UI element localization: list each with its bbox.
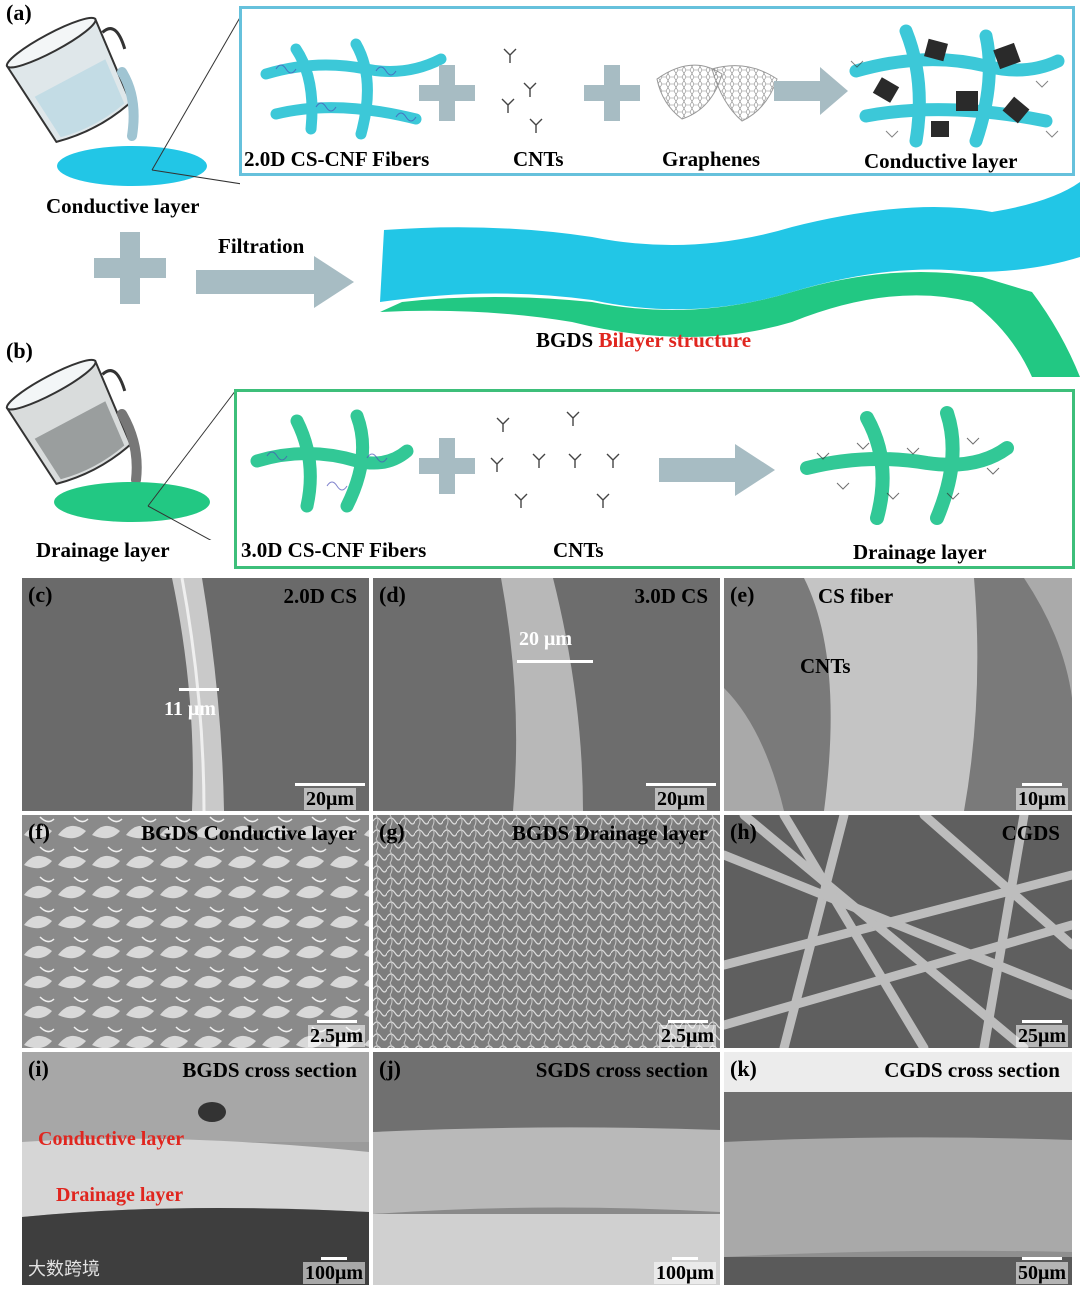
sem-panel-j: (j) SGDS cross section 100μm — [373, 1052, 720, 1285]
sem-letter-e: (e) — [730, 582, 754, 608]
sem-panel-f: (f) BGDS Conductive layer 2.5μm — [22, 815, 369, 1048]
sem-panel-h: (h) CGDS 25μm — [724, 815, 1072, 1048]
plus-icon — [419, 438, 475, 494]
cnts-icon — [487, 408, 637, 518]
sem-panel-d: (d) 3.0D CS 20 μm 20μm — [373, 578, 720, 811]
cnts-icon — [494, 39, 554, 139]
beaker-pour-icon — [0, 350, 240, 540]
sem-letter-h: (h) — [730, 819, 757, 845]
scale-bar-j: 100μm — [654, 1257, 716, 1285]
sem-fiber-image — [373, 578, 720, 811]
sem-letter-j: (j) — [379, 1056, 401, 1082]
sem-letter-c: (c) — [28, 582, 52, 608]
cs-cnf-fibers-3d-icon — [247, 406, 417, 516]
drainage-layer-product-icon — [797, 398, 1017, 528]
item-label-cnts-b: CNTs — [553, 538, 604, 563]
scale-bar-f: 2.5μm — [308, 1020, 365, 1048]
arrow-right-icon — [659, 444, 775, 496]
drainage-composition-box: 3.0D CS-CNF Fibers CNTs Drainage layer — [234, 389, 1075, 569]
sem-title-j: SGDS cross section — [536, 1058, 708, 1083]
plus-icon — [419, 65, 475, 121]
plus-icon — [94, 232, 166, 304]
sem-title-d: 3.0D CS — [634, 584, 708, 609]
sem-panel-c: (c) 2.0D CS 11 μm 20μm — [22, 578, 369, 811]
sem-annotation-c: 11 μm — [164, 698, 216, 721]
watermark-text: 大数跨境 — [28, 1255, 100, 1281]
graphene-sheet-icon — [652, 49, 782, 129]
item-label-2d-fibers: 2.0D CS-CNF Fibers — [244, 147, 429, 172]
sem-letter-f: (f) — [28, 819, 50, 845]
product-label-bgds: BGDS Bilayer structure — [536, 328, 751, 353]
beaker-pour-icon — [0, 8, 240, 198]
item-label-drainage-layer: Drainage layer — [853, 540, 987, 565]
sem-panel-i: (i) BGDS cross section Conductive layer … — [22, 1052, 369, 1285]
filtration-arrow-icon — [196, 256, 354, 308]
item-label-3d-fibers: 3.0D CS-CNF Fibers — [241, 538, 426, 563]
sem-letter-i: (i) — [28, 1056, 49, 1082]
bilayer-structure-label: Bilayer structure — [598, 328, 751, 352]
item-label-conductive-layer: Conductive layer — [864, 149, 1017, 174]
sem-letter-d: (d) — [379, 582, 406, 608]
pour-label-drainage: Drainage layer — [36, 538, 170, 563]
pour-label-conductive: Conductive layer — [46, 194, 199, 219]
sem-title-h: CGDS — [1002, 821, 1060, 846]
sem-title-e: CS fiber — [818, 584, 893, 609]
sem-fiber-image — [724, 578, 1072, 811]
cross-section-label-drainage: Drainage layer — [56, 1184, 183, 1207]
bgds-label: BGDS — [536, 328, 593, 352]
sem-title-i: BGDS cross section — [182, 1058, 357, 1083]
sem-panel-e: (e) CS fiber CNTs 10μm — [724, 578, 1072, 811]
sem-panel-g: (g) BGDS Drainage layer 2.5μm — [373, 815, 720, 1048]
item-label-graphenes: Graphenes — [662, 147, 760, 172]
scale-bar-e: 10μm — [1016, 783, 1068, 811]
sem-texture-image — [373, 815, 720, 1048]
scale-bar-k: 50μm — [1016, 1257, 1068, 1285]
scale-bar-g: 2.5μm — [659, 1020, 716, 1048]
sem-cross-section-image — [22, 1052, 369, 1285]
sem-title-f: BGDS Conductive layer — [141, 821, 357, 846]
sem-letter-g: (g) — [379, 819, 405, 845]
scale-bar-d: 20μm — [646, 783, 716, 811]
sem-letter-k: (k) — [730, 1056, 757, 1082]
sem-fiber-network-image — [724, 815, 1072, 1048]
conductive-composition-box: 2.0D CS-CNF Fibers CNTs Graphenes — [239, 6, 1075, 176]
cross-section-label-conductive: Conductive layer — [38, 1128, 184, 1151]
plus-icon — [584, 65, 640, 121]
item-label-cnts-a: CNTs — [513, 147, 564, 172]
sem-texture-image — [22, 815, 369, 1048]
sem-panel-k: (k) CGDS cross section 50μm — [724, 1052, 1072, 1285]
scale-bar-c: 20μm — [295, 783, 365, 811]
sem-annotation-e: CNTs — [800, 654, 851, 679]
sem-title-c: 2.0D CS — [283, 584, 357, 609]
scale-bar-i: 100μm — [303, 1257, 365, 1285]
sem-title-g: BGDS Drainage layer — [512, 821, 708, 846]
arrow-right-icon — [774, 67, 848, 115]
scale-bar-h: 25μm — [1016, 1020, 1068, 1048]
sem-cross-section-image — [373, 1052, 720, 1285]
sem-title-k: CGDS cross section — [884, 1058, 1060, 1083]
conductive-layer-product-icon — [846, 21, 1066, 151]
sem-fiber-image — [22, 578, 369, 811]
sem-cross-section-image — [724, 1052, 1072, 1285]
sem-annotation-d: 20 μm — [519, 628, 572, 651]
